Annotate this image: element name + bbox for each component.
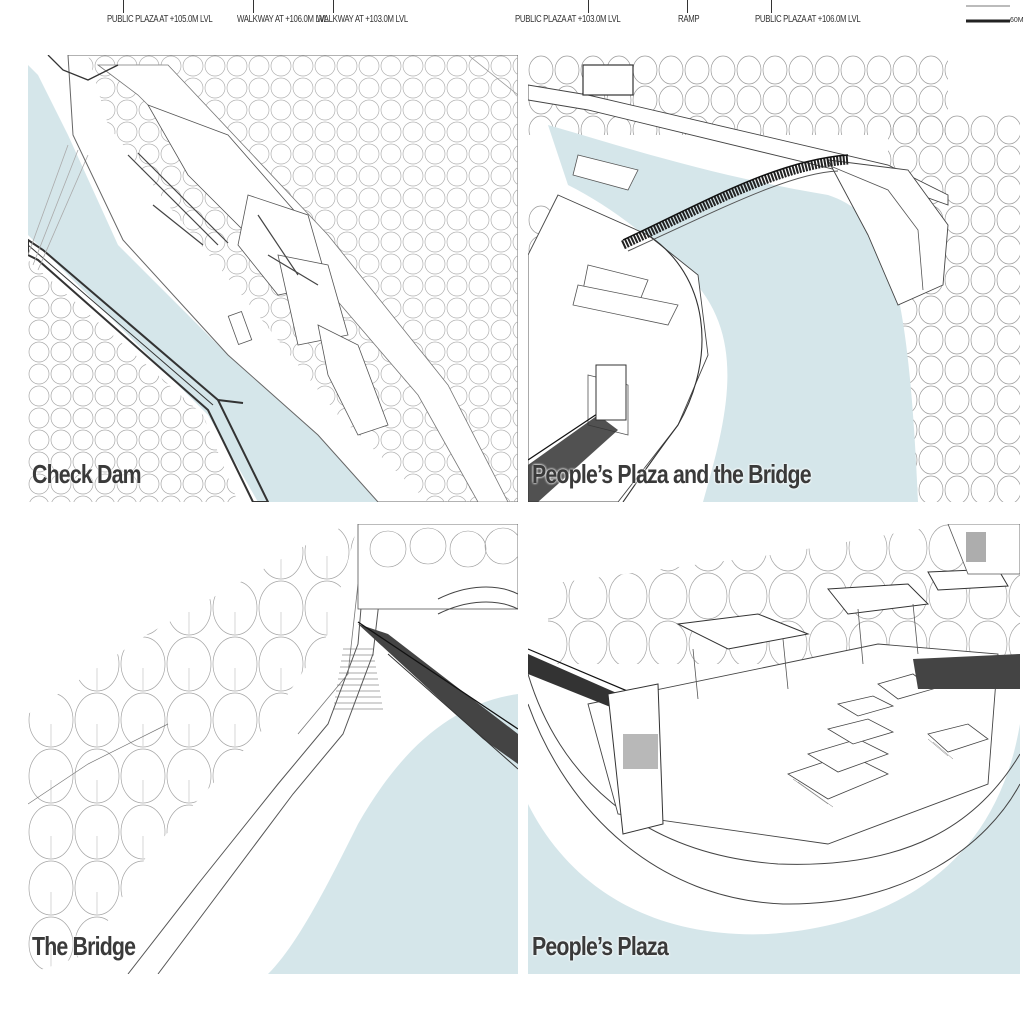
check-dam-drawing [28,55,518,502]
label-public-plaza-106: PUBLIC PLAZA AT +106.0M LVL [755,14,861,25]
peoples-plaza-drawing [528,524,1020,974]
walkway-band-right [913,654,1020,689]
label-leader-line [333,0,334,13]
label-leader-line [253,0,254,13]
label-leader-line [588,0,589,13]
tree-canopy-left [28,524,358,974]
label-public-plaza-105: PUBLIC PLAZA AT +105.0M LVL [107,14,213,25]
bridge-deck [621,155,849,250]
label-walkway-103: WALKWAY AT +103.0M LVL [317,14,408,25]
label-leader-line [123,0,124,13]
river-water [528,724,1020,974]
scale-bar [966,5,1010,23]
label-public-plaza-103: PUBLIC PLAZA AT +103.0M LVL [515,14,621,25]
panel-title-peoples-plaza-and-bridge: People’s Plaza and the Bridge [532,459,812,489]
tree-canopy-back [548,524,1020,664]
panel-check-dam: Check Dam [28,55,518,502]
label-ramp: RAMP [678,14,700,25]
label-leader-line [771,0,772,13]
panel-peoples-plaza-and-bridge: People’s Plaza and the Bridge [528,55,1020,502]
river-water [268,694,518,974]
label-walkway-106: WALKWAY AT +106.0M LVL [237,14,328,25]
section-label-strip: PUBLIC PLAZA AT +105.0M LVL WALKWAY AT +… [0,0,1024,50]
river-water [28,65,378,502]
plaza-bridge-drawing [528,55,1020,502]
river-water [548,125,918,502]
panel-title-check-dam: Check Dam [32,459,142,489]
panel-title-the-bridge: The Bridge [32,931,136,961]
tree-canopy-left [28,260,238,502]
the-bridge-drawing [28,524,518,974]
scale-label: 60M [1010,17,1024,24]
panel-peoples-plaza: People’s Plaza [528,524,1020,974]
bridge-deck [358,624,518,764]
label-leader-line [687,0,688,13]
panel-title-peoples-plaza: People’s Plaza [532,931,669,961]
panel-the-bridge: The Bridge [28,524,518,974]
